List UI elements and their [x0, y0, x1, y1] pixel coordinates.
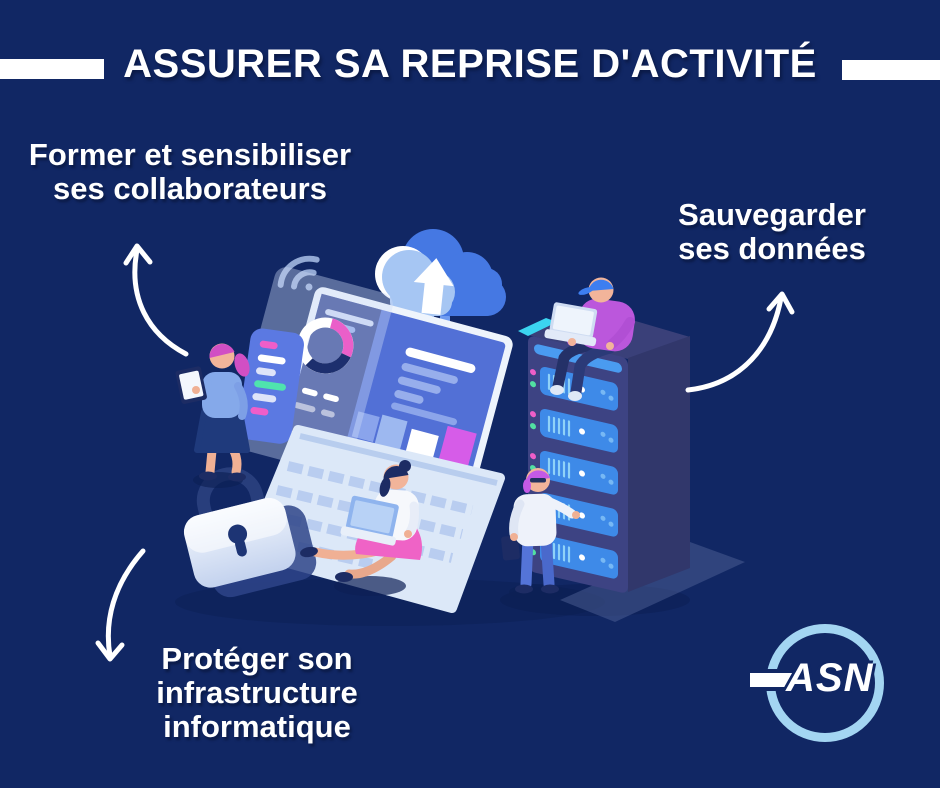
asn-logo: ASN [750, 616, 892, 750]
tablet-icon [175, 366, 207, 404]
arrow-to-protect-label [95, 548, 146, 662]
padlock-icon [183, 467, 317, 598]
page-title: ASSURER SA REPRISE D'ACTIVITÉ [123, 42, 817, 86]
label-protect: Protéger son infrastructure informatique [97, 641, 417, 745]
asn-logo-dash [750, 673, 792, 687]
person-on-server [544, 277, 635, 401]
label-train-line1: Former et sensibiliser [28, 137, 352, 172]
laptop-small-icon [544, 302, 598, 347]
arrow-to-train-label [123, 243, 189, 357]
label-train-line2: ses collaborateurs [53, 171, 327, 207]
mobile-card [238, 328, 304, 444]
label-backup-line2: ses données [678, 231, 866, 267]
man-at-server [501, 468, 580, 600]
wifi-icon [277, 255, 320, 291]
label-backup-line1: Sauvegarder [678, 197, 866, 232]
title-right-bar [842, 60, 940, 80]
donut-chart [297, 317, 354, 374]
keyhole [228, 524, 248, 544]
arrow-to-backup-label [685, 291, 795, 393]
laptop-on-lap-icon [340, 495, 399, 546]
glasses [530, 478, 546, 483]
label-backup: Sauvegarder ses données [612, 197, 932, 267]
woman-with-tablet [175, 343, 250, 488]
laptop-bag [501, 535, 520, 561]
label-protect-line2: infrastructure [156, 675, 358, 711]
label-protect-line1: Protéger son [161, 641, 353, 676]
upload-arrow-icon [413, 258, 454, 315]
label-protect-line3: informatique [163, 709, 351, 745]
woman-sitting-laptop [300, 460, 422, 596]
asn-logo-text: ASN [786, 656, 874, 700]
arrows [95, 243, 795, 662]
label-train: Former et sensibiliser ses collaborateur… [0, 137, 380, 207]
cloud-upload-icon [375, 229, 506, 316]
title-left-bar [0, 59, 104, 79]
